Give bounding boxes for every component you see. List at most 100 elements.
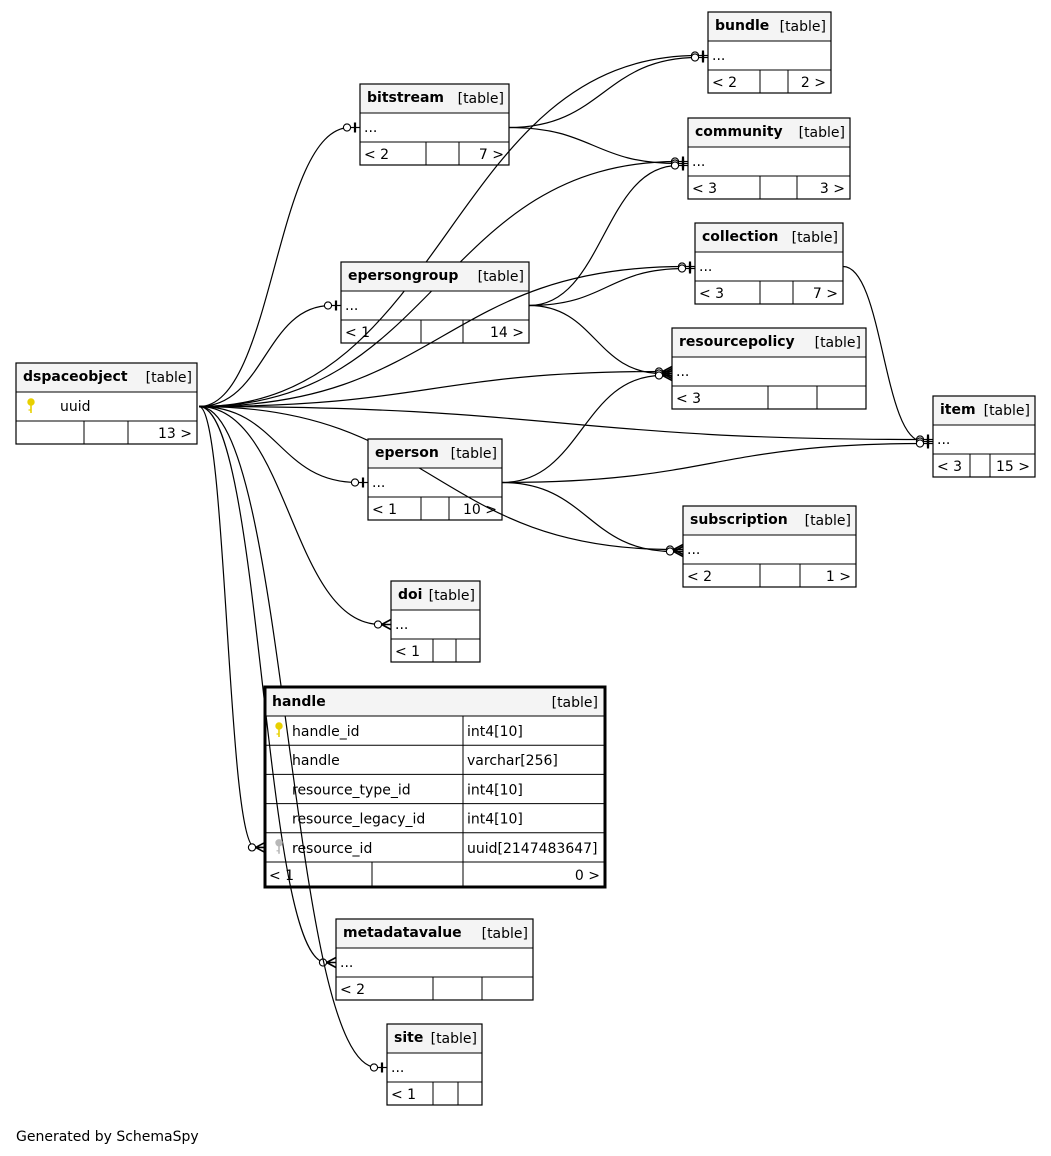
table-tag: [table] (478, 269, 524, 285)
column-row: ... (364, 120, 377, 136)
column-type: int4[10] (467, 724, 523, 740)
relationship-edge (198, 405, 382, 626)
stat-parents: < 1 (345, 325, 370, 341)
stat-parents: < 3 (692, 181, 717, 197)
column-row: ... (372, 475, 385, 491)
column-row: ... (391, 1060, 404, 1076)
relationship-edge (198, 405, 256, 848)
table-tag: [table] (451, 446, 497, 462)
optional-marker (373, 620, 383, 629)
column-row: uuid (60, 399, 91, 415)
relationship-edge (198, 405, 378, 1069)
table-name: doi (398, 587, 422, 603)
table-name: epersongroup (348, 268, 458, 284)
footer-credit: Generated by SchemaSpy (16, 1129, 199, 1145)
table-name: item (940, 402, 976, 418)
relationship-edge (198, 405, 674, 551)
column-name: handle (292, 753, 340, 769)
column-type: uuid[2147483647] (467, 841, 598, 857)
table-name: subscription (690, 512, 788, 528)
optional-marker (342, 123, 352, 132)
table-name: handle (272, 694, 326, 710)
table-doi[interactable]: doi[table]...< 1 (390, 580, 481, 663)
stat-parents: < 2 (712, 75, 737, 91)
column-row: ... (687, 542, 700, 558)
stat-parents: < 1 (372, 502, 397, 518)
primary-key-icon (27, 398, 35, 413)
column-row: ... (676, 364, 689, 380)
relationship-edge (198, 265, 686, 408)
relationship-edge (198, 126, 351, 408)
optional-marker (350, 478, 360, 487)
table-tag: [table] (984, 403, 1030, 419)
stat-children: 2 > (801, 75, 826, 91)
table-tag: [table] (458, 91, 504, 107)
stat-children: 1 > (826, 569, 851, 585)
relationship-edge (198, 370, 663, 408)
table-tag: [table] (552, 695, 598, 711)
many-marker (673, 545, 684, 558)
column-name: handle_id (292, 724, 360, 740)
column-name: resource_type_id (292, 782, 411, 798)
column-row: ... (345, 298, 358, 314)
relationship-edge (501, 374, 663, 484)
optional-marker (247, 843, 257, 852)
relationship-edge (528, 267, 686, 307)
column-type: varchar[256] (467, 753, 558, 769)
table-name: site (394, 1030, 423, 1046)
table-site[interactable]: site[table]...< 1 (386, 1023, 483, 1106)
column-name: resource_id (292, 841, 372, 857)
stat-parents: < 2 (364, 147, 389, 163)
column-row: ... (395, 617, 408, 633)
optional-marker (369, 1063, 379, 1072)
relationship-edge (501, 442, 924, 484)
column-row: ... (340, 955, 353, 971)
table-name: community (695, 124, 783, 140)
table-name: resourcepolicy (679, 334, 795, 350)
stat-children: 7 > (813, 286, 838, 302)
table-resourcepolicy[interactable]: resourcepolicy[table]...< 3 (671, 327, 867, 410)
relationship-edge (198, 405, 327, 964)
column-row: ... (712, 48, 725, 64)
stat-parents: < 1 (269, 868, 294, 884)
column-row: ... (699, 259, 712, 275)
optional-marker (654, 371, 664, 380)
column-row: ... (937, 432, 950, 448)
table-tag: [table] (146, 370, 192, 386)
relationship-edge (198, 304, 332, 408)
relationship-edge (842, 265, 924, 443)
column-type: int4[10] (467, 782, 523, 798)
stat-children: 10 > (463, 502, 497, 518)
stat-children: 3 > (820, 181, 845, 197)
column-name: resource_legacy_id (292, 812, 425, 828)
table-handle[interactable]: handle [table] handle_id int4[10] handle varc… (263, 685, 607, 889)
table-tag: [table] (482, 926, 528, 942)
table-metadatavalue[interactable]: metadatavalue[table]...< 2 (335, 918, 534, 1001)
table-item[interactable]: item [table]... < 3 15 > (932, 395, 1036, 478)
stat-children: 15 > (996, 459, 1030, 475)
stat-parents: < 2 (687, 569, 712, 585)
many-marker (662, 369, 673, 382)
stat-parents: < 3 (937, 459, 962, 475)
optional-marker (677, 264, 687, 273)
optional-marker (690, 53, 700, 62)
relationship-edge (501, 481, 674, 553)
many-marker (326, 956, 337, 969)
relationship-edge (528, 304, 663, 375)
table-name: eperson (375, 445, 439, 461)
stat-parents: < 1 (395, 644, 420, 660)
table-tag: [table] (431, 1031, 477, 1047)
table-eperson[interactable]: eperson [table]... < 1 10 > (367, 438, 503, 521)
relationship-edge (508, 56, 699, 129)
optional-marker (670, 161, 680, 170)
column-row: ... (692, 154, 705, 170)
primary-key-icon (275, 722, 283, 737)
